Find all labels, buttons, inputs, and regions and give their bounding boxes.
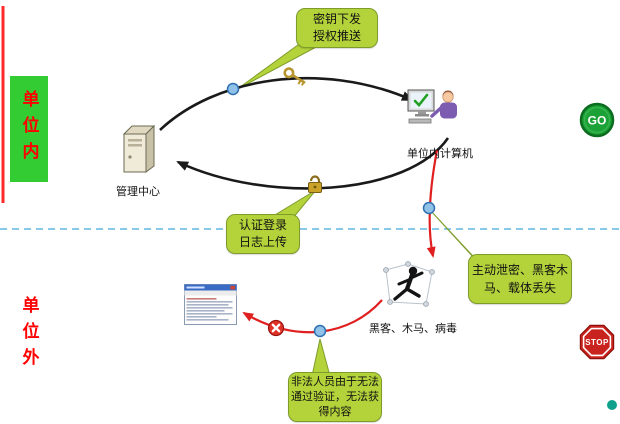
node-leak <box>422 201 436 215</box>
callout-line: 马、载体丢失 <box>483 281 556 295</box>
prohibition-icon <box>267 319 285 337</box>
go-sign-label: GO <box>588 114 607 128</box>
arrow-key-distribution <box>159 76 414 131</box>
computer-user-icon <box>407 89 457 124</box>
internal-computer-label: 单位内计算机 <box>407 148 473 160</box>
callout-blocked-access: 非法人员由于无法 通过验证，无法获 得内容 <box>288 372 382 422</box>
lock-icon <box>308 175 322 193</box>
callout-line: 得内容 <box>318 405 352 418</box>
go-sign: GO <box>579 102 615 138</box>
arrow-auth-return <box>176 137 450 190</box>
node-blocked <box>313 324 327 338</box>
corner-dot <box>607 400 617 410</box>
callout-line: 认证登录 <box>238 218 287 232</box>
threats-label: 黑客、木马、病毒 <box>369 323 457 335</box>
callout-key-push: 密钥下发 授权推送 <box>296 8 378 48</box>
callout-leak-risk: 主动泄密、黑客木 马、载体丢失 <box>468 254 572 304</box>
zone-outside-label: 单位外 <box>10 282 48 388</box>
callout-line: 主动泄密、黑客木 <box>471 263 568 277</box>
server-icon <box>122 124 156 173</box>
management-center-label: 管理中心 <box>116 186 160 198</box>
callout-line: 授权推送 <box>312 29 361 43</box>
callout-line: 通过验证，无法获 <box>291 390 379 403</box>
callout-line: 日志上传 <box>238 235 287 249</box>
callout-tail-key-push <box>235 41 320 91</box>
node-key-push <box>226 82 240 96</box>
document-icon <box>184 284 237 325</box>
callout-line: 非法人员由于无法 <box>291 375 379 388</box>
callout-auth-login: 认证登录 日志上传 <box>226 214 300 254</box>
key-icon <box>283 67 306 86</box>
callout-tail-blocked <box>311 338 331 377</box>
callout-line: 密钥下发 <box>312 12 361 26</box>
stop-sign: STOP <box>579 324 615 360</box>
stop-sign-label: STOP <box>585 338 609 347</box>
zone-inside-label: 单位内 <box>10 76 48 182</box>
hacker-icon <box>383 261 435 307</box>
